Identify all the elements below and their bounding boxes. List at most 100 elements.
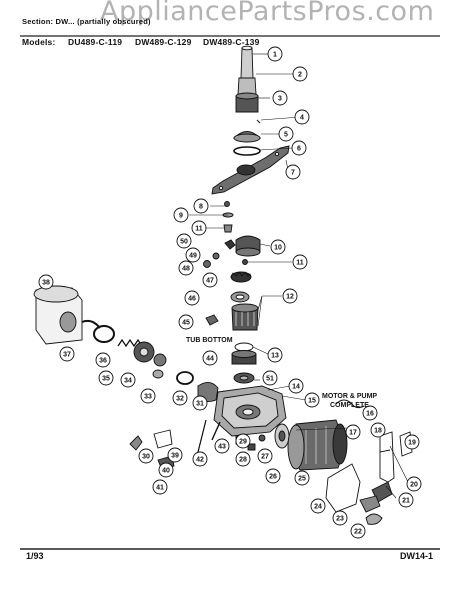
revision-date: 1/93 xyxy=(26,551,44,561)
callout-circle xyxy=(178,314,194,330)
callout-number: 3 xyxy=(278,96,282,103)
model-1: DU489-C-119 xyxy=(68,37,123,47)
callout-circle xyxy=(310,498,326,514)
callout-13: 13 xyxy=(267,347,283,363)
callout-1: 1 xyxy=(267,46,283,62)
callout-circle xyxy=(262,370,278,386)
callout-number: 45 xyxy=(182,320,190,327)
callout-2: 2 xyxy=(292,66,308,82)
callout-number: 29 xyxy=(239,439,247,446)
impeller-stack xyxy=(203,201,261,331)
callout-circle xyxy=(267,46,283,62)
callout-11-b: 11 xyxy=(292,254,308,270)
callout-25: 25 xyxy=(294,470,310,486)
callout-29: 29 xyxy=(235,433,251,449)
callout-circle xyxy=(406,476,422,492)
callout-circle xyxy=(304,392,320,408)
callout-number: 26 xyxy=(269,474,277,481)
callout-35: 35 xyxy=(98,370,114,386)
callout-3: 3 xyxy=(272,90,288,106)
callout-26: 26 xyxy=(265,468,281,484)
page-code: DW14-1 xyxy=(400,551,434,561)
callout-number: 18 xyxy=(374,428,382,435)
callout-20: 20 xyxy=(406,476,422,492)
callout-number: 46 xyxy=(188,296,196,303)
callout-number: 2 xyxy=(298,72,302,79)
callout-36: 36 xyxy=(95,352,111,368)
callout-circle xyxy=(152,479,168,495)
motor-assembly xyxy=(287,399,365,485)
callout-circle xyxy=(202,272,218,288)
callout-number: 32 xyxy=(176,396,184,403)
callout-27: 27 xyxy=(257,448,273,464)
callout-circle xyxy=(185,247,201,263)
callout-circle xyxy=(192,451,208,467)
callout-32: 32 xyxy=(172,390,188,406)
callout-number: 31 xyxy=(196,401,204,408)
callout-circle xyxy=(278,126,294,142)
callout-17: 17 xyxy=(345,424,361,440)
callout-28: 28 xyxy=(235,451,251,467)
callout-circle xyxy=(345,424,361,440)
callout-number: 10 xyxy=(274,245,282,252)
callout-circle xyxy=(138,448,154,464)
callout-number: 7 xyxy=(291,170,295,177)
callout-6: 6 xyxy=(291,140,307,156)
callout-circle xyxy=(404,434,420,450)
callout-circle xyxy=(172,390,188,406)
callout-30: 30 xyxy=(138,448,154,464)
callout-24: 24 xyxy=(310,498,326,514)
callout-45: 45 xyxy=(178,314,194,330)
callout-31: 31 xyxy=(192,395,208,411)
callout-circle xyxy=(292,254,308,270)
callout-circle xyxy=(265,468,281,484)
callout-41: 41 xyxy=(152,479,168,495)
callout-7: 7 xyxy=(285,164,301,180)
callout-number: 43 xyxy=(218,444,226,451)
callout-circle xyxy=(332,510,348,526)
callout-circle xyxy=(282,288,298,304)
callout-circle xyxy=(288,378,304,394)
callout-circle xyxy=(294,109,310,125)
callout-46: 46 xyxy=(184,290,200,306)
leader-lines xyxy=(189,53,409,499)
callout-12: 12 xyxy=(282,288,298,304)
callout-22: 22 xyxy=(350,523,366,539)
callout-number: 34 xyxy=(124,378,132,385)
callout-number: 11 xyxy=(296,260,304,267)
callout-number: 24 xyxy=(314,504,322,511)
watermark: AppliancePartsPros.com xyxy=(100,0,435,27)
callout-circle xyxy=(214,438,230,454)
model-3: DW489-C-139 xyxy=(203,37,260,47)
callout-circle xyxy=(95,352,111,368)
callout-49: 49 xyxy=(185,247,201,263)
callout-circle xyxy=(257,448,273,464)
motor-pump-label-line1: MOTOR & PUMP xyxy=(322,393,377,400)
callout-circle xyxy=(350,523,366,539)
callout-11: 11 xyxy=(191,220,207,236)
callout-37: 37 xyxy=(59,346,75,362)
callout-18: 18 xyxy=(370,422,386,438)
callout-circle xyxy=(167,447,183,463)
callout-circle xyxy=(120,372,136,388)
callout-circle xyxy=(202,350,218,366)
callout-5: 5 xyxy=(278,126,294,142)
tub-bottom-parts xyxy=(231,342,257,384)
callout-number: 35 xyxy=(102,376,110,383)
callout-circle xyxy=(267,347,283,363)
callout-circle xyxy=(285,164,301,180)
callout-circle xyxy=(38,274,54,290)
callout-circle xyxy=(270,239,286,255)
callout-number: 39 xyxy=(171,453,179,460)
callout-circle xyxy=(272,90,288,106)
callout-number: 11 xyxy=(195,226,203,233)
callout-number: 1 xyxy=(273,52,277,59)
callout-number: 12 xyxy=(286,294,294,301)
callout-number: 48 xyxy=(182,266,190,273)
callout-circle xyxy=(176,233,192,249)
callout-8: 8 xyxy=(193,198,209,214)
callout-number: 47 xyxy=(206,278,214,285)
callout-number: 9 xyxy=(179,213,183,220)
